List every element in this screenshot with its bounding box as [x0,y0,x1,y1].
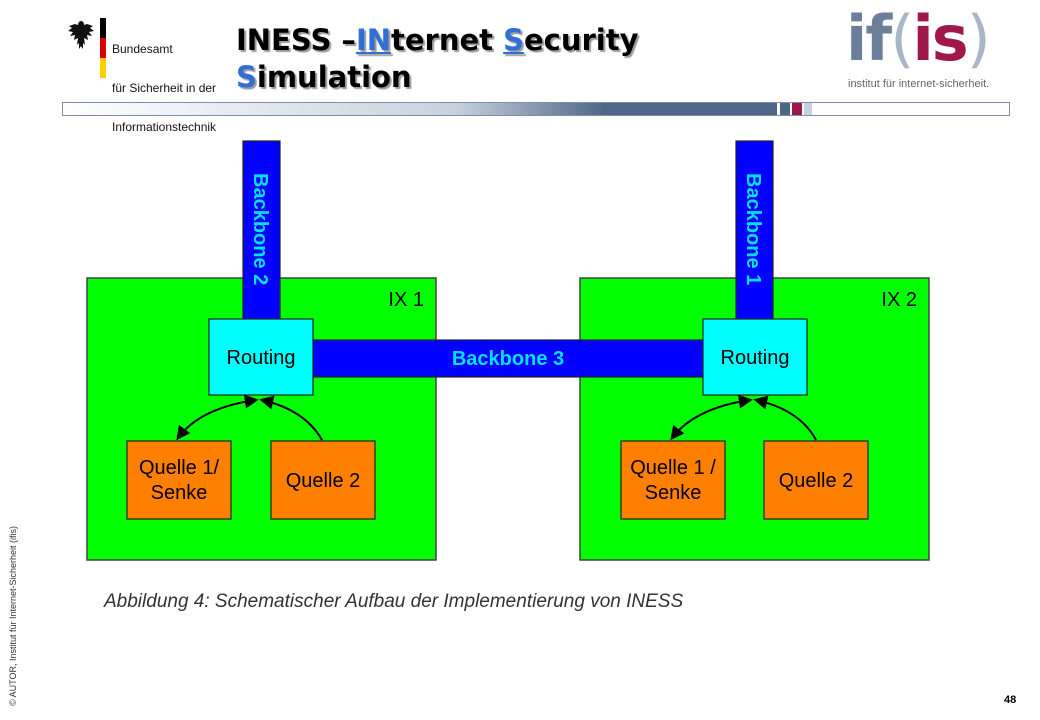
source2-label-right: Quelle 2 [779,470,854,492]
link-arrow [670,394,753,441]
link-arrow [259,395,323,441]
source1-label-left: Senke [151,482,208,504]
backbone2-bar [242,140,281,321]
title-part: imulation [256,60,412,94]
backbone1-label: Backbone 1 [742,173,764,285]
german-flag-bar [100,18,106,78]
ifis-word-is: is [912,2,968,75]
ix1-label: IX 1 [388,289,424,311]
ifis-wordmark: if(is) [846,2,991,75]
bsi-name: Bundesamt für Sicherheit in der Informat… [112,17,216,160]
ifis-subtitle: institut für internet-sicherheit. [848,78,990,90]
source2-box-right [763,440,869,520]
ifis-bracket: ) [966,2,991,75]
backbone3-label: Backbone 3 [452,348,564,370]
routing-box-right [702,318,808,396]
copyright-note: © AUTOR, Institut für Internet-Sicherhei… [8,525,18,706]
backbone1-bar [735,140,774,321]
routing-label-right: Routing [721,347,790,369]
title-part: IN [355,23,391,57]
routing-label-left: Routing [227,347,296,369]
bsi-line: für Sicherheit in der [112,81,217,95]
bsi-line: Informationstechnik [112,120,217,134]
bsi-logo: Bundesamt für Sicherheit in der Informat… [66,18,226,134]
ifis-word-if: if [846,2,892,75]
source2-box-left [270,440,376,520]
source1-label-right: Senke [645,482,702,504]
backbone3-bar [312,339,705,378]
source1-label-right: Quelle 1 / [630,457,716,479]
source1-label-left: Quelle 1/ [139,457,219,479]
title-part: INESS – [236,23,356,57]
bsi-line: Bundesamt [112,42,173,56]
source1-box-right [620,440,726,520]
title-part: S [503,23,524,57]
source1-box-left [126,440,232,520]
header-divider [62,102,1010,116]
title-part: ternet [391,23,504,57]
title-part: S [236,60,257,94]
ix2-label: IX 2 [881,289,917,311]
ifis-bracket: ( [890,2,914,75]
slide-title: INESS –INternet Security Simulation [236,22,639,96]
figure-caption: Abbildung 4: Schematischer Aufbau der Im… [104,591,684,612]
page-number: 48 [1004,694,1017,706]
link-arrow [176,394,259,441]
link-arrow [753,395,817,441]
source2-label-left: Quelle 2 [286,470,361,492]
backbone2-label: Backbone 2 [249,173,271,285]
routing-box-left [208,318,314,396]
ifis-logo: if(is) institut für internet-sicherheit. [846,4,996,92]
eagle-icon [68,21,94,49]
title-part: ecurity [524,23,639,57]
